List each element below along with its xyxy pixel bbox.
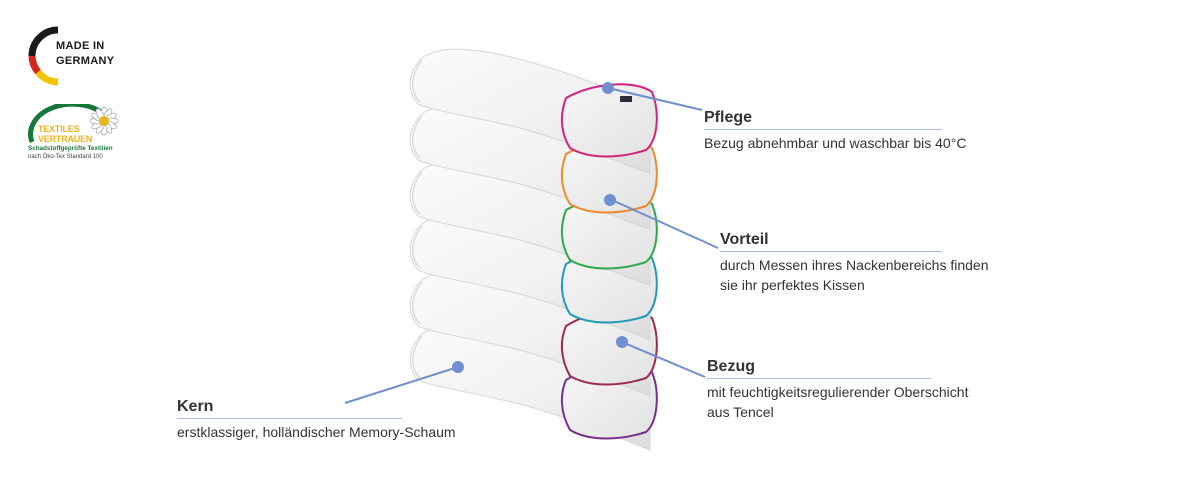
vorteil-marker — [604, 194, 616, 206]
pillow-stack — [409, 48, 658, 451]
annotation-title: Bezug — [707, 357, 931, 379]
annotation-title: Vorteil — [720, 230, 942, 252]
germany-text: GERMANY — [56, 55, 115, 67]
annotation-pflege: Pflege Bezug abnehmbar und waschbar bis … — [704, 108, 967, 153]
textiles-text: TEXTILES — [38, 124, 80, 134]
vertrauen-text: VERTRAUEN — [38, 134, 93, 144]
leader-lines — [344, 87, 719, 404]
made-in-germany-badge: MADE IN GERMANY — [24, 22, 134, 92]
annotation-desc-line: durch Messen ihres Nackenbereichs finden — [720, 257, 989, 273]
kern-marker — [452, 361, 464, 373]
daisy-flower-icon — [89, 106, 119, 136]
annotation-desc: durch Messen ihres Nackenbereichs finden… — [720, 255, 989, 295]
annotation-kern: Kern erstklassiger, holländischer Memory… — [177, 397, 456, 442]
annotation-desc: Bezug abnehmbar und waschbar bis 40°C — [704, 135, 967, 151]
annotation-bezug: Bezug mit feuchtigkeitsregulierender Obe… — [707, 357, 969, 422]
pflege-marker — [602, 82, 614, 94]
annotation-vorteil: Vorteil durch Messen ihres Nackenbereich… — [720, 230, 989, 295]
annotation-desc-line: sie ihr perfektes Kissen — [720, 277, 865, 293]
oekotex-text: nach Öko-Tex Standard 100 — [28, 154, 103, 160]
textiles-vertrauen-badge: TEXTILES VERTRAUEN Schadstoffgeprüfte Te… — [26, 104, 136, 168]
annotation-title: Pflege — [704, 108, 942, 130]
annotation-title: Kern — [177, 397, 402, 419]
annotation-desc: erstklassiger, holländischer Memory-Scha… — [177, 424, 456, 440]
annotation-desc-line: mit feuchtigkeitsregulierender Oberschic… — [707, 384, 969, 400]
schadstoff-text: Schadstoffgeprüfte Textilien — [28, 145, 113, 152]
bezug-marker — [616, 336, 628, 348]
germany-arc-icon — [28, 26, 59, 86]
annotation-desc-line: aus Tencel — [707, 404, 774, 420]
pillow-1 — [409, 48, 658, 175]
made-in-text: MADE IN — [56, 40, 105, 52]
annotation-desc: mit feuchtigkeitsregulierender Oberschic… — [707, 382, 969, 422]
